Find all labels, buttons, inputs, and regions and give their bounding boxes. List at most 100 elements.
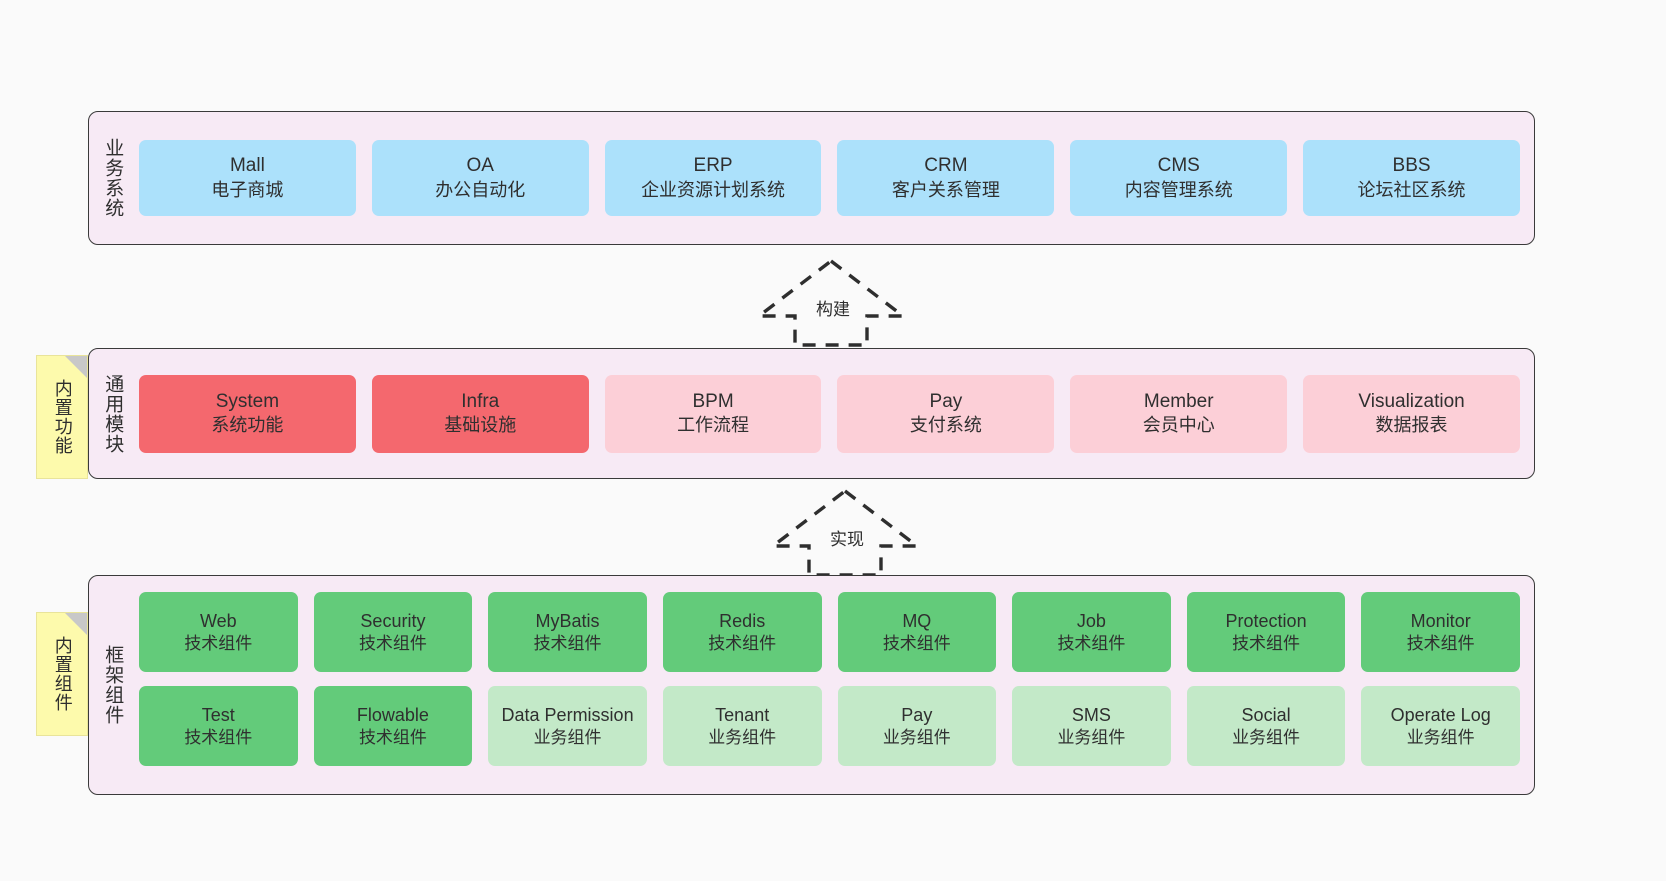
box-mall-cn: 电子商城 <box>211 179 284 200</box>
box-mall[interactable]: Mall 电子商城 <box>139 140 356 216</box>
box-bpm-cn: 工作流程 <box>677 415 750 436</box>
box-tenant[interactable]: Tenant 业务组件 <box>662 686 822 766</box>
box-tenant-en: Tenant <box>715 704 770 725</box>
box-job-en: Job <box>1076 610 1106 631</box>
business-system-row: Mall 电子商城 OA 办公自动化 ERP 企业资源计划系统 CRM 客户关系… <box>139 140 1520 216</box>
box-mybatis-en: MyBatis <box>535 610 600 631</box>
box-sms-cn: 业务组件 <box>1057 727 1126 747</box>
layer-business-system-title: 业务系统 <box>102 138 124 218</box>
box-web[interactable]: Web 技术组件 <box>139 592 298 672</box>
box-member[interactable]: Member 会员中心 <box>1070 374 1288 453</box>
build-arrow-icon <box>753 258 909 347</box>
box-redis-cn: 技术组件 <box>708 633 777 653</box>
box-cms-en: CMS <box>1157 155 1200 177</box>
connector-implement-label: 实现 <box>830 530 864 549</box>
box-operate-log-cn: 业务组件 <box>1406 727 1475 747</box>
box-mq-cn: 技术组件 <box>882 633 951 653</box>
box-job-cn: 技术组件 <box>1057 633 1126 653</box>
box-social[interactable]: Social 业务组件 <box>1186 686 1346 766</box>
box-visualization-en: Visualization <box>1358 390 1465 412</box>
box-visualization[interactable]: Visualization 数据报表 <box>1303 374 1520 453</box>
note-built-in-components: 内置组件 <box>36 612 88 736</box>
layer-framework-components: 框架组件 Web 技术组件 Security 技术组件 MyBatis 技术组件 <box>88 575 1535 795</box>
connector-build: 构建 <box>753 258 909 348</box>
box-pay-module-cn: 支付系统 <box>909 415 982 436</box>
box-oa-cn: 办公自动化 <box>435 179 526 200</box>
framework-row-business: Test 技术组件 Flowable 技术组件 Data Permission … <box>139 686 1520 766</box>
note-built-in-functions: 内置功能 <box>36 355 88 479</box>
box-flowable-en: Flowable <box>356 704 429 725</box>
box-crm-cn: 客户关系管理 <box>891 179 1000 200</box>
box-tenant-cn: 业务组件 <box>708 727 777 747</box>
box-test-en: Test <box>201 704 235 725</box>
box-data-permission[interactable]: Data Permission 业务组件 <box>488 686 647 766</box>
box-bbs-cn: 论坛社区系统 <box>1357 179 1466 200</box>
box-social-cn: 业务组件 <box>1232 727 1301 747</box>
box-bpm-en: BPM <box>692 390 734 412</box>
box-protection-en: Protection <box>1225 610 1307 631</box>
box-infra[interactable]: Infra 基础设施 <box>371 374 589 453</box>
box-web-cn: 技术组件 <box>184 633 253 653</box>
box-security-cn: 技术组件 <box>358 633 427 653</box>
box-oa-en: OA <box>466 155 494 177</box>
box-mall-en: Mall <box>229 155 265 177</box>
box-protection[interactable]: Protection 技术组件 <box>1186 592 1346 672</box>
layer-business-system: 业务系统 Mall 电子商城 OA 办公自动化 ERP 企业资源计划系统 CRM… <box>88 111 1535 245</box>
box-erp-cn: 企业资源计划系统 <box>641 179 786 200</box>
box-crm[interactable]: CRM 客户关系管理 <box>837 140 1055 216</box>
layer-common-modules-title: 通用模块 <box>102 373 124 454</box>
box-mybatis[interactable]: MyBatis 技术组件 <box>488 592 647 672</box>
box-system[interactable]: System 系统功能 <box>139 374 356 453</box>
box-data-permission-cn: 业务组件 <box>533 727 602 747</box>
connector-build-label: 构建 <box>816 300 850 319</box>
box-protection-cn: 技术组件 <box>1232 633 1301 653</box>
box-sms-en: SMS <box>1071 704 1111 725</box>
box-oa[interactable]: OA 办公自动化 <box>371 140 589 216</box>
box-sms[interactable]: SMS 业务组件 <box>1012 686 1171 766</box>
box-member-en: Member <box>1143 390 1214 412</box>
box-monitor[interactable]: Monitor 技术组件 <box>1361 592 1520 672</box>
box-operate-log-en: Operate Log <box>1390 704 1491 725</box>
box-test[interactable]: Test 技术组件 <box>139 686 298 766</box>
box-security-en: Security <box>360 610 426 631</box>
box-mq[interactable]: MQ 技术组件 <box>837 592 997 672</box>
note-built-in-functions-label: 内置功能 <box>52 379 73 455</box>
box-redis[interactable]: Redis 技术组件 <box>662 592 822 672</box>
box-erp[interactable]: ERP 企业资源计划系统 <box>604 140 822 216</box>
box-bbs[interactable]: BBS 论坛社区系统 <box>1303 140 1520 216</box>
box-pay-module-en: Pay <box>929 390 963 412</box>
box-infra-en: Infra <box>461 390 500 412</box>
box-cms-cn: 内容管理系统 <box>1124 179 1233 200</box>
box-flowable-cn: 技术组件 <box>358 727 427 747</box>
box-web-en: Web <box>199 610 237 631</box>
layer-common-modules: 通用模块 System 系统功能 Infra 基础设施 BPM 工作流程 Pay… <box>88 348 1535 479</box>
box-bpm[interactable]: BPM 工作流程 <box>604 374 822 453</box>
box-job[interactable]: Job 技术组件 <box>1012 592 1171 672</box>
box-redis-en: Redis <box>719 610 766 631</box>
box-system-en: System <box>215 390 280 412</box>
box-bbs-en: BBS <box>1392 155 1431 177</box>
box-member-cn: 会员中心 <box>1142 415 1215 436</box>
box-erp-en: ERP <box>693 155 733 177</box>
box-monitor-en: Monitor <box>1410 610 1471 631</box>
box-social-en: Social <box>1241 704 1291 725</box>
box-pay-component[interactable]: Pay 业务组件 <box>837 686 997 766</box>
connector-implement: 实现 <box>767 488 923 578</box>
box-cms[interactable]: CMS 内容管理系统 <box>1070 140 1288 216</box>
layer-framework-components-body: Web 技术组件 Security 技术组件 MyBatis 技术组件 Redi… <box>135 576 1534 794</box>
box-flowable[interactable]: Flowable 技术组件 <box>313 686 473 766</box>
box-data-permission-en: Data Permission <box>501 704 634 725</box>
box-crm-en: CRM <box>924 155 968 177</box>
box-mybatis-cn: 技术组件 <box>533 633 602 653</box>
box-infra-cn: 基础设施 <box>444 415 517 436</box>
note-built-in-components-label: 内置组件 <box>52 636 73 712</box>
box-visualization-cn: 数据报表 <box>1375 415 1448 436</box>
box-system-cn: 系统功能 <box>211 415 284 436</box>
box-security[interactable]: Security 技术组件 <box>313 592 473 672</box>
layer-business-system-body: Mall 电子商城 OA 办公自动化 ERP 企业资源计划系统 CRM 客户关系… <box>135 112 1534 244</box>
box-pay-module[interactable]: Pay 支付系统 <box>837 374 1055 453</box>
framework-row-technical: Web 技术组件 Security 技术组件 MyBatis 技术组件 Redi… <box>139 592 1520 672</box>
box-pay-component-en: Pay <box>901 704 933 725</box>
box-operate-log[interactable]: Operate Log 业务组件 <box>1361 686 1520 766</box>
